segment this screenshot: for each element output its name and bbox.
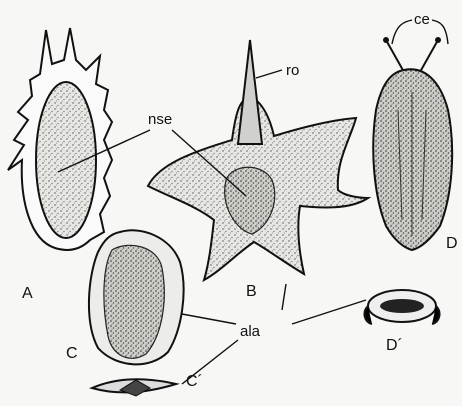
panel-label-c: C (66, 345, 78, 362)
panel-label-a: A (22, 285, 33, 302)
specimen-b-rostrum (238, 40, 262, 144)
panel-label-b: B (246, 283, 257, 300)
specimen-a-body (36, 82, 96, 238)
ala-leader-to-d-prime (292, 300, 366, 324)
specimen-c (89, 230, 184, 364)
ce-label: ce (414, 11, 430, 28)
ala-leader-to-c (182, 314, 236, 324)
ro-label: ro (286, 62, 299, 79)
specimen-d (373, 37, 452, 250)
nse-label: nse (148, 111, 172, 128)
specimen-d-body (373, 69, 452, 250)
ala-leader-to-b (282, 284, 286, 310)
ro-leader (256, 70, 282, 78)
panel-label-d: D (446, 235, 458, 252)
ala-label: ala (240, 323, 261, 340)
panel-label-c-prime: C´ (186, 373, 203, 390)
specimen-d-prime (365, 290, 440, 324)
specimen-c-prime (92, 379, 176, 396)
panel-label-d-prime: D´ (386, 337, 403, 354)
specimen-d-cephalic-appendages (386, 40, 438, 72)
specimen-a (8, 28, 112, 250)
specimen-b (148, 40, 368, 280)
